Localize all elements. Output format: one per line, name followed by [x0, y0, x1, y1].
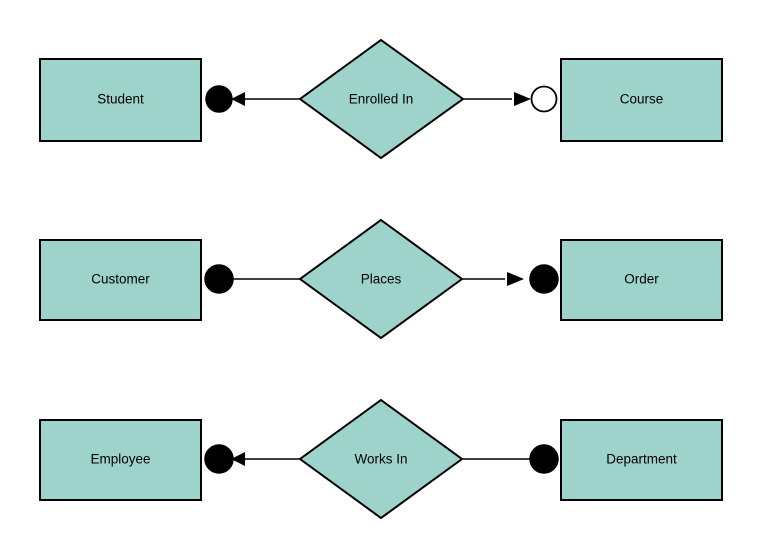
cardinality-dot-filled-employee[interactable] [204, 444, 234, 474]
entity-box-order[interactable] [560, 239, 723, 321]
entity-label-course: Course [620, 92, 664, 107]
entity-label-order: Order [624, 272, 659, 287]
relationship-row-works-in: Employee Works In Department [39, 398, 723, 520]
relationship-row-places: Customer Places Order [39, 218, 723, 340]
entity-box-course[interactable] [560, 58, 723, 142]
cardinality-dot-filled-department[interactable] [529, 444, 559, 474]
relationship-diamond-places[interactable] [298, 218, 464, 340]
cardinality-dot-open-course[interactable] [530, 85, 558, 113]
arrowhead-left-student [231, 92, 245, 106]
entity-box-employee[interactable] [39, 419, 202, 501]
entity-label-student: Student [97, 92, 144, 107]
relationship-row-enrolled-in: Student Enrolled In Course [39, 38, 723, 160]
cardinality-dot-filled-order[interactable] [529, 264, 559, 294]
arrowhead-right-order [507, 272, 524, 286]
entity-label-customer: Customer [91, 272, 150, 287]
relationship-diamond-enrolled-in[interactable] [298, 38, 465, 160]
relationship-label-works-in: Works In [354, 452, 407, 467]
entity-label-department: Department [606, 452, 677, 467]
relationship-diamond-works-in[interactable] [298, 398, 464, 520]
arrowhead-left-employee [231, 452, 245, 466]
cardinality-dot-filled-student[interactable] [205, 85, 233, 113]
entity-box-student[interactable] [39, 58, 202, 142]
cardinality-dot-filled-customer[interactable] [204, 264, 234, 294]
entity-box-customer[interactable] [39, 239, 202, 321]
arrowhead-right-course [514, 92, 531, 106]
entity-label-employee: Employee [90, 452, 150, 467]
entity-box-department[interactable] [560, 419, 723, 501]
relationship-label-enrolled-in: Enrolled In [349, 92, 414, 107]
relationship-label-places: Places [361, 272, 402, 287]
